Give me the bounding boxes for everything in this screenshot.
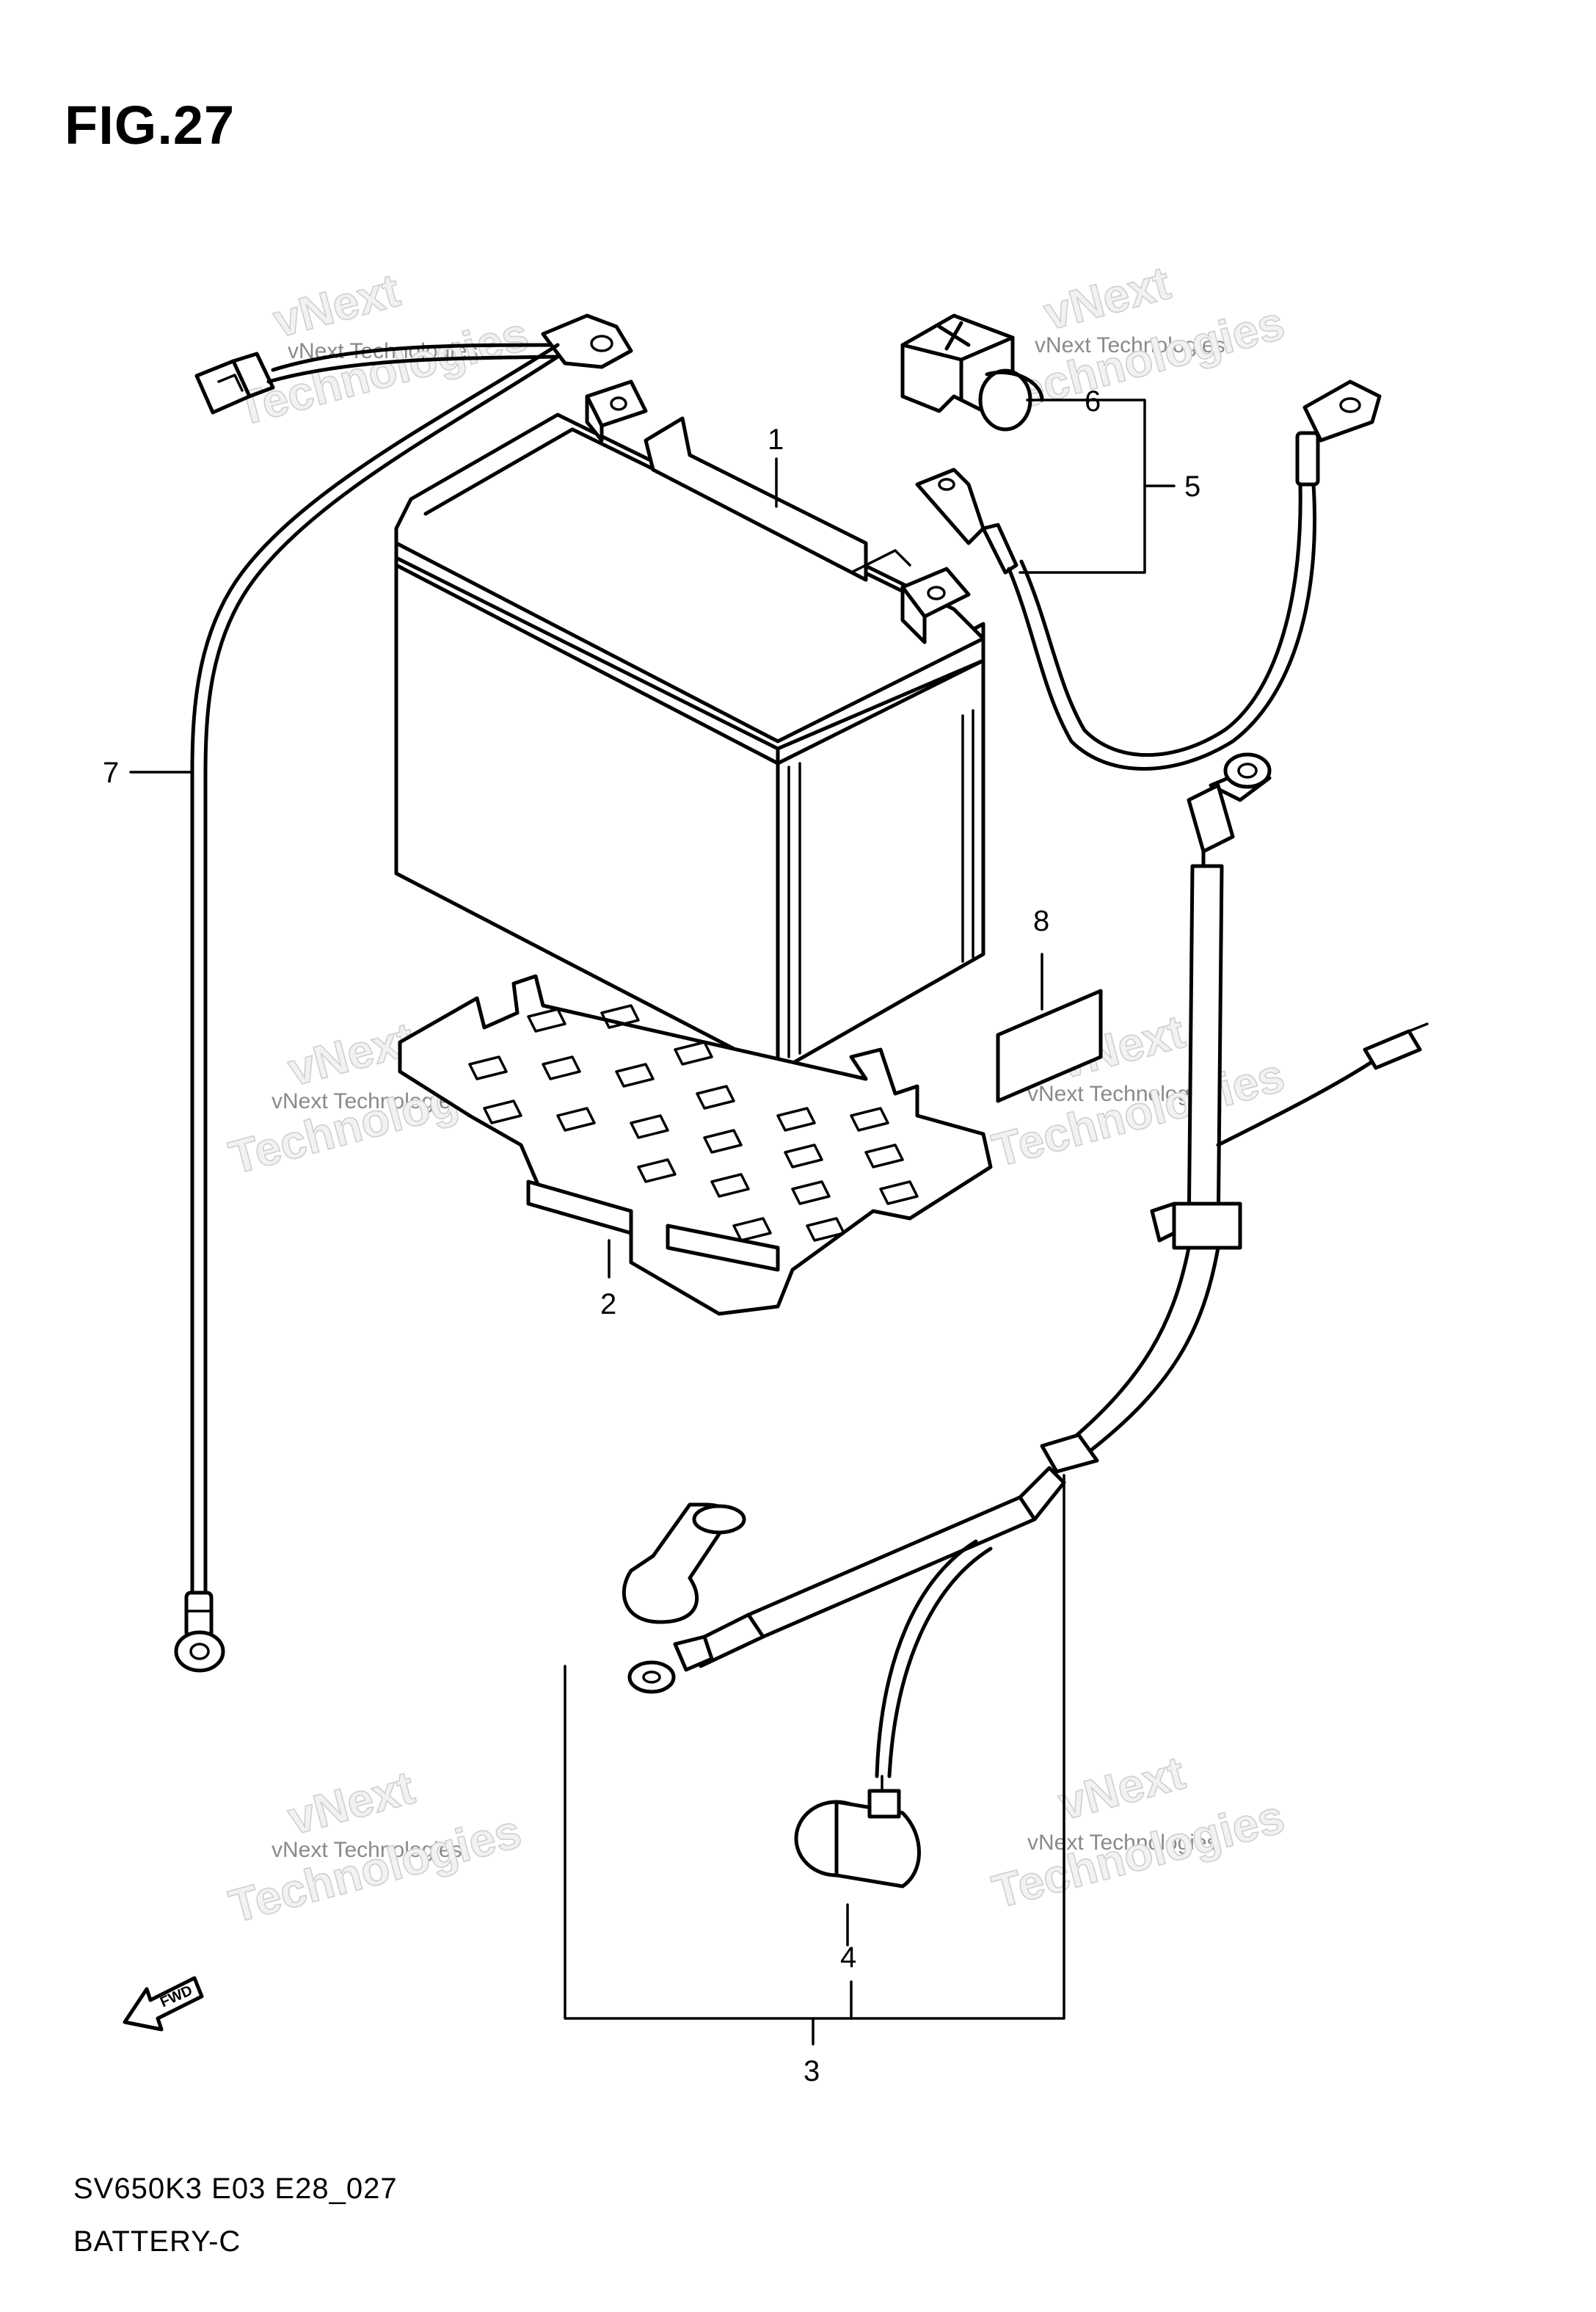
svg-text:vNext Technologies: vNext Technologies [272,1838,462,1862]
figure-name: BATTERY-C [73,2225,241,2258]
part-2-tray [398,974,993,1316]
callout-2: 2 [600,1288,616,1320]
callout-7: 7 [103,757,119,789]
callout-8: 8 [1033,905,1049,937]
watermark-6: vNext vNext Technologies Technologies [986,1745,1290,1919]
svg-text:vNext: vNext [268,263,405,348]
callout-4: 4 [840,1941,856,1974]
svg-text:vNext: vNext [283,1761,420,1845]
svg-text:vNext Technologies: vNext Technologies [1027,1082,1218,1106]
callout-bracket-3 [564,1474,1065,2046]
part-6-terminal-cover [900,313,1044,432]
watermark-5: vNext vNext Technologies Technologies [223,1760,527,1933]
part-1-battery [394,379,985,1074]
svg-text:vNext Technologies: vNext Technologies [1027,1831,1218,1855]
part-5-positive-cable [915,379,1382,771]
part-7-cable [174,313,633,1673]
svg-text:Technologies: Technologies [224,1804,526,1933]
callout-5: 5 [1184,470,1200,503]
figure-code: SV650K3 E03 E28_027 [73,2173,398,2205]
svg-text:vNext: vNext [1038,256,1176,341]
callout-3: 3 [804,2055,820,2087]
fwd-arrow-icon: FWD [123,1976,204,2032]
svg-text:vNext Technologies: vNext Technologies [1035,333,1225,357]
part-8-label [996,953,1103,1103]
callout-bracket-5-6 [1019,399,1176,574]
part-3-cable-assembly [622,752,1429,1792]
callout-1: 1 [768,423,784,456]
svg-text:vNext Technologies: vNext Technologies [272,1089,462,1113]
cable-connector-icon [194,352,275,415]
figure-title: FIG.27 [65,95,236,156]
callout-6: 6 [1085,385,1101,418]
part-4-sensor [794,1789,921,1946]
